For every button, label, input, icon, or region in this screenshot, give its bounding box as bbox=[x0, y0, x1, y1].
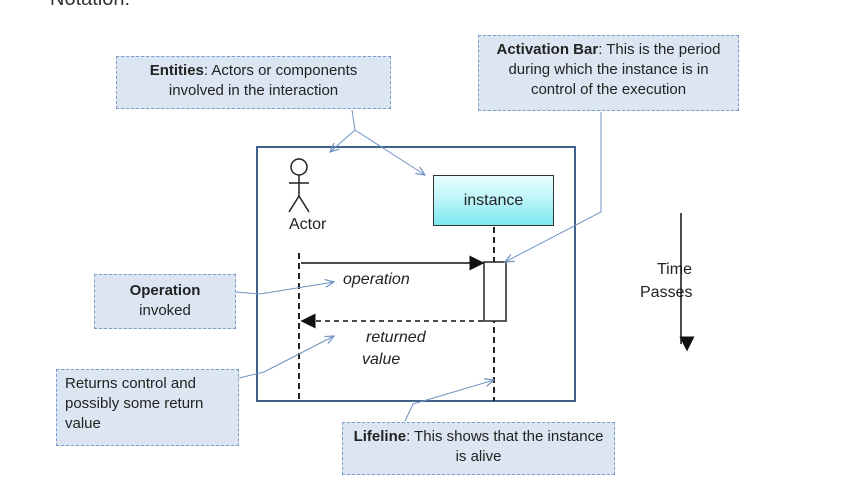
instance-box: instance bbox=[433, 175, 554, 226]
instance-label: instance bbox=[463, 191, 524, 209]
time-label-line2: Passes bbox=[640, 284, 693, 301]
returns-pointer bbox=[238, 336, 334, 379]
entities-title: Entities bbox=[149, 62, 204, 79]
entities-text: : Actors or components involved in the i… bbox=[168, 62, 358, 99]
lifeline-pointer bbox=[404, 380, 494, 422]
entities-pointer-instance bbox=[354, 129, 425, 175]
actor-icon bbox=[288, 158, 310, 213]
page-heading: Notation: bbox=[50, 0, 130, 11]
operation-text: invoked bbox=[139, 302, 191, 319]
activation-bar-callout: Activation Bar: This is the period durin… bbox=[478, 35, 739, 111]
sequence-diagram-frame bbox=[256, 146, 576, 402]
operation-pointer bbox=[235, 282, 334, 295]
operation-callout: Operation invoked bbox=[94, 274, 236, 329]
operation-title: Operation bbox=[129, 282, 201, 299]
activation-bar-text: : This is the period during which the in… bbox=[508, 41, 721, 98]
returned-value-label-line1: returned bbox=[366, 329, 426, 346]
operation-message-label: operation bbox=[343, 271, 410, 288]
activation-pointer bbox=[505, 112, 602, 262]
returned-value-label-line2: value bbox=[362, 351, 401, 368]
activation-bar-title: Activation Bar bbox=[496, 41, 599, 58]
actor-label: Actor bbox=[289, 216, 327, 233]
lifeline-text: : This shows that the instance is alive bbox=[406, 428, 604, 465]
lifeline-title: Lifeline bbox=[353, 428, 407, 445]
time-label-line1: Time bbox=[657, 261, 692, 278]
entities-pointer-stem bbox=[351, 109, 356, 131]
activation-bar bbox=[483, 261, 507, 322]
returns-text: Returns control and possibly some return… bbox=[65, 375, 204, 432]
entities-pointer-actor bbox=[330, 129, 356, 152]
returns-callout: Returns control and possibly some return… bbox=[56, 369, 239, 446]
entities-callout: Entities: Actors or components involved … bbox=[116, 56, 391, 109]
lifeline-callout: Lifeline: This shows that the instance i… bbox=[342, 422, 615, 475]
